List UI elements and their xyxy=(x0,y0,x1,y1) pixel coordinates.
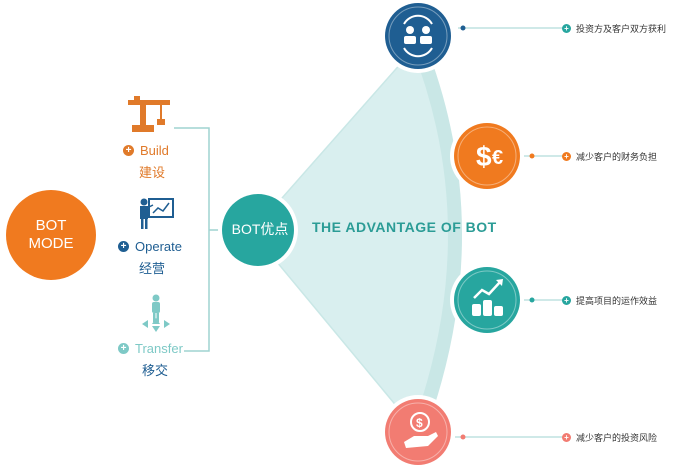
core-label: BOT优点 xyxy=(231,221,289,237)
benefit-circle-1 xyxy=(381,0,455,73)
benefit-circle-2 xyxy=(450,119,524,193)
handshake-exchange-icon xyxy=(403,14,433,58)
presentation-icon xyxy=(140,198,174,229)
benefit-2-text: 减少客户的财务负担 xyxy=(576,152,658,162)
plus-icon: + xyxy=(123,145,134,156)
stage-operate-en: Operate xyxy=(135,239,182,254)
advantage-arc xyxy=(411,41,462,435)
plus-icon: + xyxy=(562,433,571,442)
crane-icon xyxy=(128,96,170,132)
svg-text:$: $ xyxy=(416,416,423,430)
benefit-4: + 减少客户的投资风险 xyxy=(562,431,657,444)
benefit-1: + 投资方及客户双方获利 xyxy=(562,22,666,35)
person-transfer-icon xyxy=(142,294,170,332)
advantage-title: THE ADVANTAGE OF BOT xyxy=(312,219,497,235)
benefit-3-text: 提高项目的运作效益 xyxy=(576,296,658,306)
plus-icon: + xyxy=(118,241,129,252)
benefit-connectors xyxy=(455,25,562,440)
stage-operate-zh: 经营 xyxy=(139,261,166,276)
fan-edge-bottom xyxy=(251,231,419,433)
plus-icon: + xyxy=(562,296,571,305)
benefit-3: + 提高项目的运作效益 xyxy=(562,294,657,307)
svg-text:€: € xyxy=(492,147,503,169)
stage-build-zh: 建设 xyxy=(139,165,166,180)
plus-icon: + xyxy=(118,343,129,354)
stage-transfer: + Transfer 移交 xyxy=(118,341,183,379)
benefit-1-text: 投资方及客户双方获利 xyxy=(576,24,667,34)
dollar-euro-icon: $ € xyxy=(476,141,503,172)
advantage-fan xyxy=(252,44,455,432)
svg-text:$: $ xyxy=(476,141,492,172)
benefit-circle-4 xyxy=(381,395,455,469)
bot-mode-line1: BOT xyxy=(35,217,67,234)
hand-dollar-icon: $ xyxy=(404,412,438,448)
plus-icon: + xyxy=(562,24,571,33)
stage-build: + Build 建设 xyxy=(123,143,169,181)
plus-icon: + xyxy=(562,152,571,161)
growth-coins-icon xyxy=(472,279,503,316)
bot-mode-line2: MODE xyxy=(28,235,74,252)
stage-build-en: Build xyxy=(140,143,169,158)
core-circle xyxy=(222,194,294,266)
stage-bracket xyxy=(174,127,210,352)
stage-transfer-en: Transfer xyxy=(135,341,183,356)
bot-mode-circle: BOT MODE xyxy=(6,190,96,280)
benefit-2: + 减少客户的财务负担 xyxy=(562,150,657,163)
stage-operate: + Operate 经营 xyxy=(118,239,182,277)
benefit-4-text: 减少客户的投资风险 xyxy=(576,433,658,443)
stage-transfer-zh: 移交 xyxy=(142,363,169,378)
